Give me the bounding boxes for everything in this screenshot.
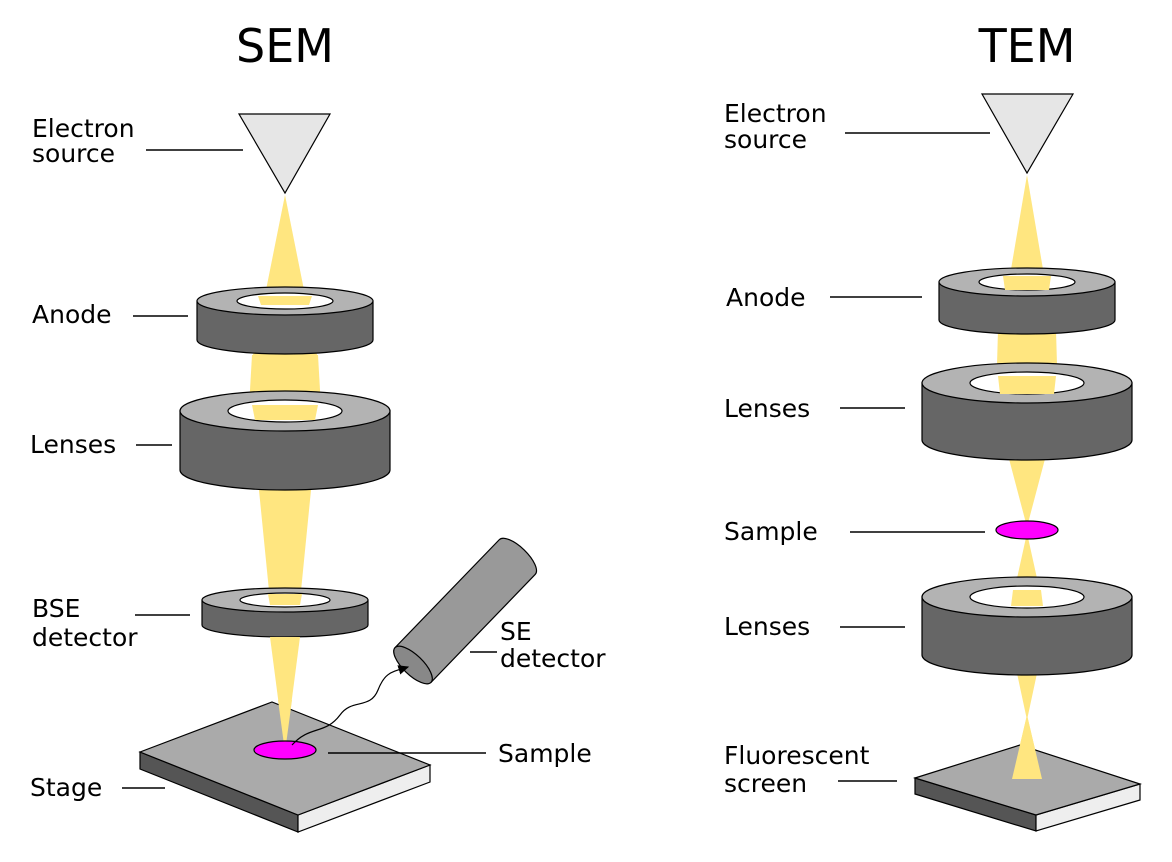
sem-bse-label-1: BSE <box>32 594 80 623</box>
sem-column: SEM <box>30 19 606 833</box>
sem-lenses-label: Lenses <box>30 430 116 459</box>
tem-anode <box>938 267 1116 335</box>
tem-anode-label: Anode <box>726 283 806 312</box>
sem-bse-detector <box>201 587 369 752</box>
tem-screen-label-2: screen <box>724 769 807 798</box>
sem-title: SEM <box>236 19 334 73</box>
sem-se-detector <box>393 537 538 685</box>
tem-screen-label-1: Fluorescent <box>724 741 870 770</box>
tem-title: TEM <box>978 19 1076 73</box>
sem-electron-source-label-1: Electron <box>32 114 135 143</box>
sem-se-label-2: detector <box>500 644 606 673</box>
tem-column: TEM <box>724 19 1143 832</box>
tem-lenses-lower <box>921 576 1133 676</box>
sem-lenses <box>179 390 391 491</box>
sem-stage <box>138 700 432 833</box>
tem-lenses-upper-label: Lenses <box>724 394 810 423</box>
tem-lenses-upper <box>921 362 1133 461</box>
sem-electron-source-label-2: source <box>32 139 115 168</box>
sem-anode-label: Anode <box>32 300 112 329</box>
sem-bse-label-2: detector <box>32 623 138 652</box>
sem-stage-label: Stage <box>30 773 102 802</box>
sem-se-label-1: SE <box>500 617 532 646</box>
sem-sample-label: Sample <box>498 739 592 768</box>
tem-electron-source-label-2: source <box>724 125 807 154</box>
tem-lenses-lower-label: Lenses <box>724 612 810 641</box>
sem-electron-source-icon <box>237 113 332 195</box>
tem-fluorescent-screen <box>912 715 1143 832</box>
tem-electron-beam <box>996 175 1058 779</box>
sem-sample <box>253 740 317 760</box>
sem-anode <box>196 286 374 355</box>
tem-electron-source-icon <box>980 93 1075 175</box>
tem-sample <box>995 520 1059 540</box>
tem-sample-label: Sample <box>724 517 818 546</box>
secondary-electron-path-arrow <box>291 665 410 746</box>
tem-electron-source-label-1: Electron <box>724 99 827 128</box>
